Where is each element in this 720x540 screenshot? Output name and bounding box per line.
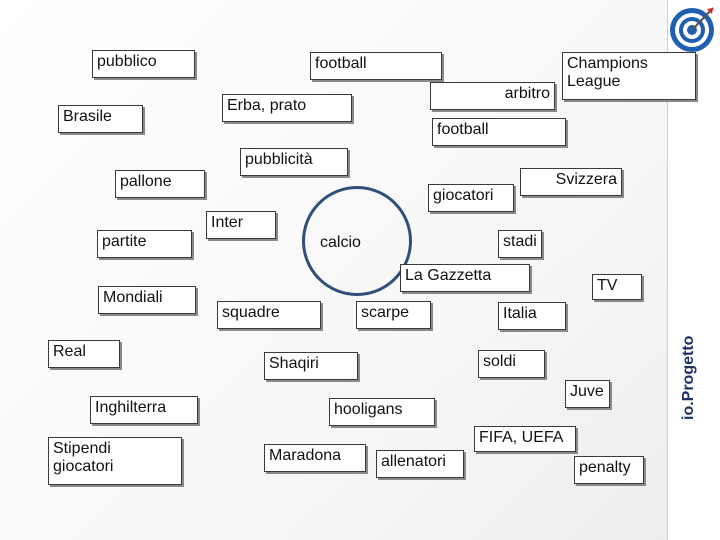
word-box: partite — [97, 230, 192, 258]
word-box: Stipendi giocatori — [48, 437, 182, 485]
word-box: Inghilterra — [90, 396, 198, 424]
brand-label: io.Progetto — [680, 335, 697, 420]
word-box: Juve — [565, 380, 610, 408]
word-box: football — [310, 52, 442, 80]
word-box: Mondiali — [98, 286, 196, 314]
word-box: Maradona — [264, 444, 366, 472]
word-box: giocatori — [428, 184, 514, 212]
word-box: pallone — [115, 170, 205, 198]
word-box: La Gazzetta — [400, 264, 530, 292]
word-box: pubblico — [92, 50, 195, 78]
word-box: football — [432, 118, 566, 146]
word-box: squadre — [217, 301, 321, 329]
target-with-arrow-icon — [670, 7, 714, 52]
word-box: Brasile — [58, 105, 143, 133]
center-word: calcio — [320, 234, 361, 251]
word-box: penalty — [574, 456, 644, 484]
central-circle — [302, 186, 412, 296]
word-box: pubblicità — [240, 148, 348, 176]
word-box: stadi — [498, 230, 542, 258]
word-box: FIFA, UEFA — [474, 426, 576, 452]
word-box: hooligans — [329, 398, 435, 426]
word-box: arbitro — [430, 82, 555, 110]
word-box: Real — [48, 340, 120, 368]
word-box: TV — [592, 274, 642, 300]
word-box: Inter — [206, 211, 276, 239]
word-box: Champions League — [562, 52, 696, 100]
word-box: Erba, prato — [222, 94, 352, 122]
side-divider — [667, 0, 668, 540]
word-box: Svizzera — [520, 168, 622, 196]
word-box: scarpe — [356, 301, 431, 329]
word-box: soldi — [478, 350, 545, 378]
word-box: allenatori — [376, 450, 464, 478]
word-box: Shaqiri — [264, 352, 358, 380]
word-box: Italia — [498, 302, 566, 330]
